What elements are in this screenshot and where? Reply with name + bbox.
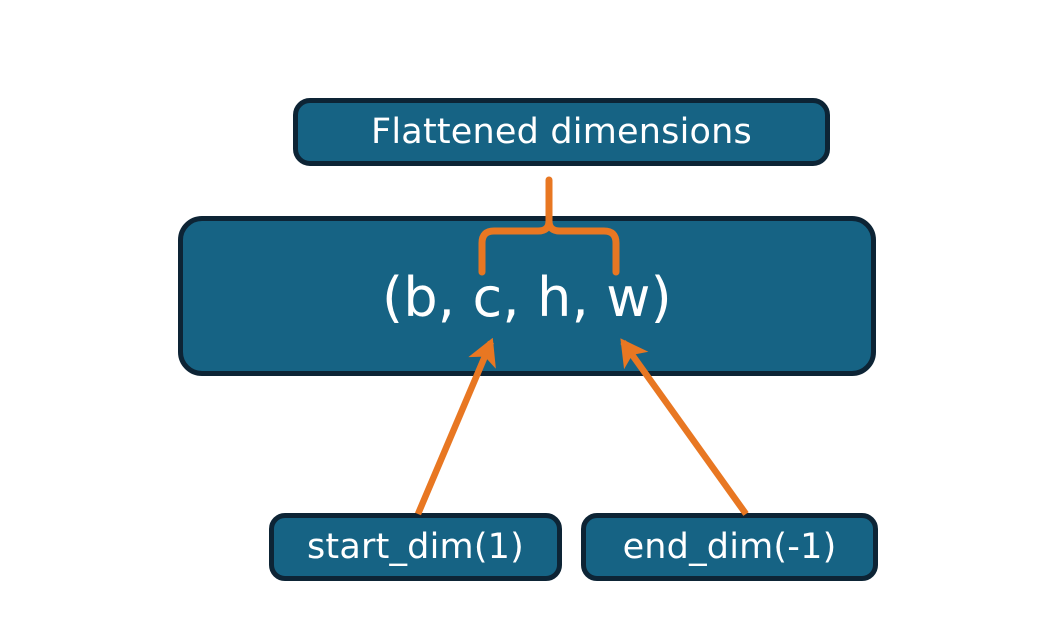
start-dim-label: start_dim(1) [306, 526, 525, 567]
tensor-shape-node: (b, c, h, w) [178, 216, 876, 376]
end-dim-node: end_dim(-1) [581, 513, 878, 581]
end-dim-label: end_dim(-1) [622, 526, 837, 567]
flattened-dimensions-label: Flattened dimensions [371, 111, 752, 152]
start-dim-node: start_dim(1) [269, 513, 562, 581]
flattened-dimensions-node: Flattened dimensions [293, 98, 830, 166]
tensor-shape-label: (b, c, h, w) [382, 265, 672, 329]
